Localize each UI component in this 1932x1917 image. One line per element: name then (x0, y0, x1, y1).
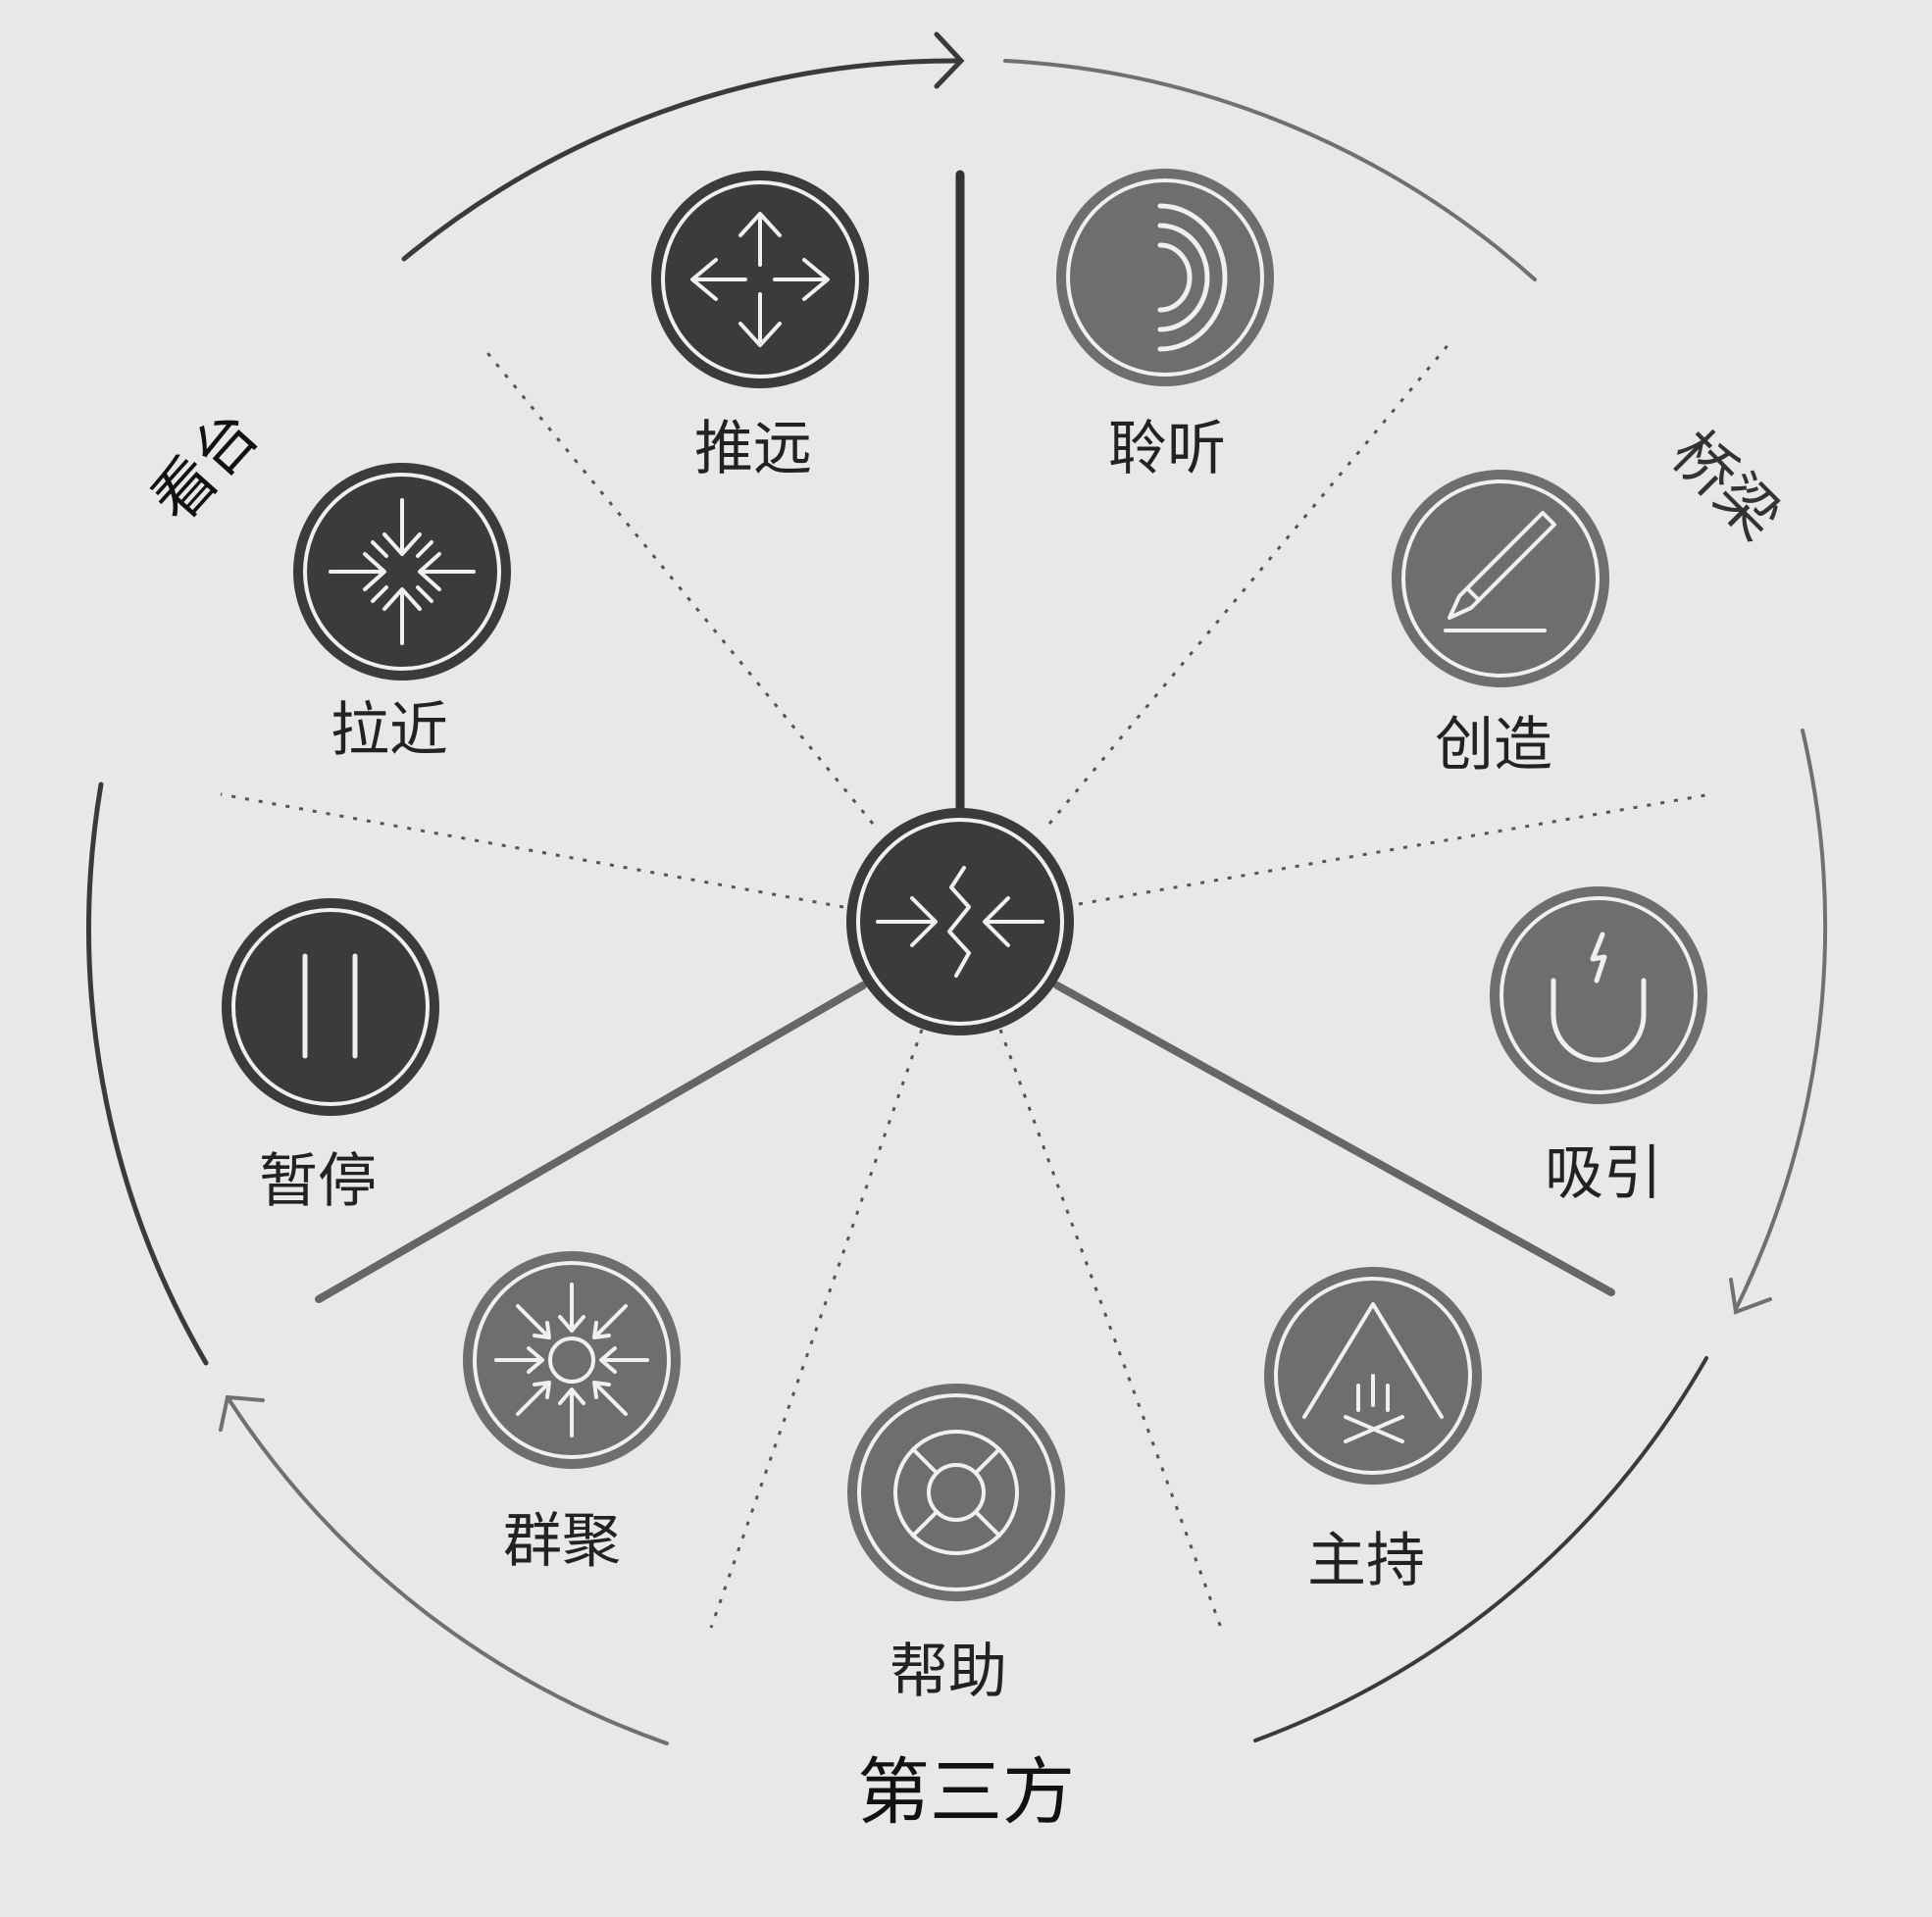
dotted-spokes (220, 342, 1712, 1629)
node-gather: 群聚 (463, 1251, 681, 1576)
solid-spoke-right (1053, 982, 1615, 1296)
pencil-icon (1444, 511, 1556, 632)
node-attract: 吸引 (1490, 886, 1707, 1208)
arc-left (86, 782, 209, 1366)
converge-circle-icon (494, 1283, 649, 1438)
pause-icon (302, 953, 358, 1059)
arrows-inward-icon (329, 498, 476, 645)
node-label: 暂停 (259, 1147, 377, 1216)
dotted-spoke (709, 1029, 924, 1629)
node-label: 拉近 (330, 696, 448, 765)
dotted-spoke (998, 1029, 1223, 1629)
campfire-tent-icon (1302, 1302, 1444, 1443)
solid-spokes (315, 170, 1615, 1303)
node-pull-closer: 拉近 (293, 463, 511, 765)
node-label: 群聚 (503, 1507, 621, 1576)
arrows-outward-icon (690, 212, 830, 347)
node-label: 吸引 (1545, 1139, 1662, 1208)
outer-cycle (86, 31, 1828, 1745)
arc-top-left (401, 58, 959, 262)
solid-spoke-left (315, 982, 867, 1303)
sound-waves-icon (1157, 203, 1228, 352)
dotted-spoke (220, 792, 844, 909)
node-label: 推远 (694, 415, 812, 483)
arrowhead-top (934, 31, 965, 89)
arrowhead-left (219, 1394, 265, 1432)
arrowhead-right (1729, 1278, 1772, 1315)
node-label: 聆听 (1108, 415, 1226, 483)
arc-bottom-right (1253, 1356, 1708, 1742)
node-label: 创造 (1435, 711, 1552, 780)
arc-top-right (1003, 59, 1537, 281)
node-create: 创造 (1392, 470, 1609, 780)
node-push-away: 推远 (651, 171, 869, 483)
node-label: 主持 (1307, 1527, 1425, 1595)
node-label: 帮助 (890, 1638, 1007, 1706)
converging-arrows-crack-icon (876, 866, 1044, 978)
node-host: 主持 (1264, 1267, 1482, 1595)
group-label-bottom: 第三方 (857, 1750, 1075, 1835)
magnet-icon (1551, 932, 1647, 1063)
node-pause: 暂停 (222, 898, 439, 1216)
lifebuoy-icon (893, 1430, 1019, 1555)
center-node (846, 808, 1074, 1035)
node-listen: 聆听 (1056, 169, 1274, 483)
arc-right (1734, 729, 1828, 1311)
arc-bottom-left (226, 1395, 669, 1745)
node-help: 帮助 (847, 1384, 1065, 1706)
